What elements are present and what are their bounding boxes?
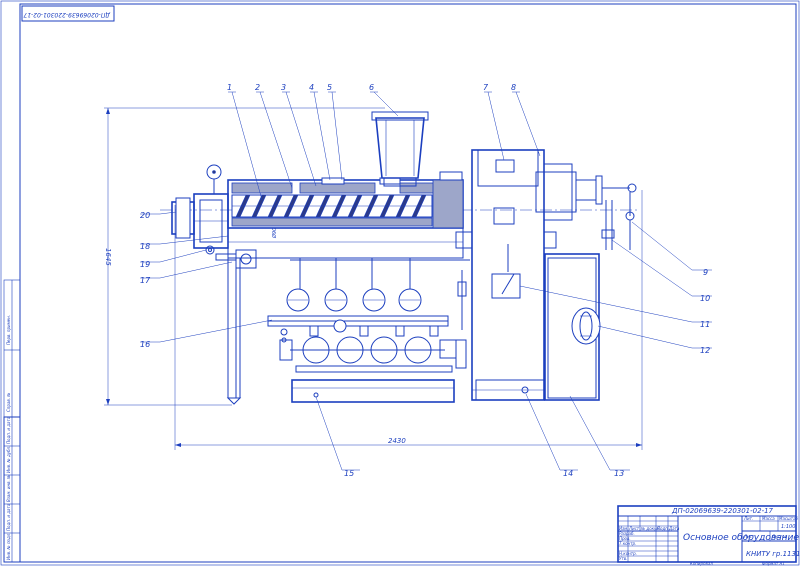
title-doc-code: ДП-02069639-220301-02-17	[671, 507, 774, 515]
tb-sheet: Лист	[743, 534, 755, 539]
tb-list: Лист	[628, 526, 640, 531]
callout-13: 13	[614, 469, 624, 478]
tb-sheets: Листов	[771, 534, 788, 539]
callout-17: 17	[140, 276, 151, 285]
screw	[231, 194, 433, 218]
feed-hopper	[371, 111, 429, 187]
inner-frame	[19, 3, 797, 563]
tb-nkontr: Н.контр.	[619, 551, 637, 556]
callout-10: 10	[700, 294, 710, 303]
copied-label: Копировал	[690, 561, 713, 566]
doc-code-box-rotated	[21, 5, 115, 22]
stamp-perv-primen: Перв. примен.	[6, 315, 11, 345]
tb-tkontr: Т.контр.	[619, 541, 636, 546]
callout-18: 18	[140, 242, 150, 251]
cooling-system	[267, 258, 470, 403]
stamp-sprav: Справ. №	[6, 393, 11, 412]
callout-1: 1	[227, 83, 232, 92]
tb-doc: № докум.	[640, 526, 661, 531]
left-side-stamp: Инв. № подл. Подп. и дата Взам. инв. № И…	[3, 279, 21, 563]
callout-11: 11	[700, 320, 710, 329]
die-head	[171, 164, 229, 255]
extruder-machine: 1645 2430 Ø90	[104, 107, 643, 450]
callout-4: 4	[309, 83, 314, 92]
callout-7: 7	[483, 83, 489, 92]
dimension-length: 2430	[388, 437, 406, 445]
tb-masshtab: Масштаб	[779, 516, 799, 521]
stamp-inv-podl: Инв. № подл.	[6, 532, 11, 560]
stamp-podp-data-1: Подп. и дата	[6, 503, 11, 531]
tb-utv: Утв.	[619, 556, 627, 561]
sheet-title: Основное оборудование	[683, 533, 799, 543]
title-block: ДП-02069639-220301-02-17 Изм. Лист № док…	[617, 505, 800, 563]
tb-razrab: Разраб.	[619, 531, 635, 536]
motor	[544, 253, 601, 401]
callout-9: 9	[703, 268, 708, 277]
callout-3: 3	[281, 83, 286, 92]
callout-2: 2	[255, 83, 260, 92]
tb-scale: 1:100	[781, 524, 795, 530]
callout-6: 6	[369, 83, 374, 92]
tb-prov: Пров.	[619, 536, 631, 541]
callout-5: 5	[327, 83, 332, 92]
doc-code-rotated: ДП-02069639-220301-02-17	[23, 11, 111, 18]
right-piping	[575, 175, 637, 250]
tb-massa: Масса	[762, 516, 775, 521]
callout-12: 12	[700, 346, 710, 355]
format-label: Формат А1	[762, 561, 785, 566]
callouts: 1 2 3 4 5 6 7 8 9 10 11 12 13 14 15 16	[140, 83, 712, 478]
tb-litera: Лит.	[743, 516, 753, 521]
stamp-inv-dubl: Инв. № дубл.	[6, 446, 11, 473]
stamp-vzam-inv: Взам. инв. №	[6, 475, 11, 502]
callout-15: 15	[344, 469, 354, 478]
callout-19: 19	[140, 260, 150, 269]
callout-20: 20	[140, 211, 150, 220]
callout-14: 14	[563, 469, 573, 478]
callout-8: 8	[511, 83, 516, 92]
stamp-podp-data-2: Подп. и дата	[6, 416, 11, 444]
diameter-label: Ø90	[271, 228, 278, 239]
tb-podp: Подп.	[657, 526, 669, 531]
gearbox	[455, 149, 577, 401]
callout-16: 16	[140, 340, 150, 349]
organization: КНИТУ гр.1131-82	[746, 550, 800, 558]
dimension-height: 1645	[104, 248, 112, 266]
tb-izm: Изм.	[619, 526, 628, 531]
tb-data: Дата	[668, 526, 680, 531]
